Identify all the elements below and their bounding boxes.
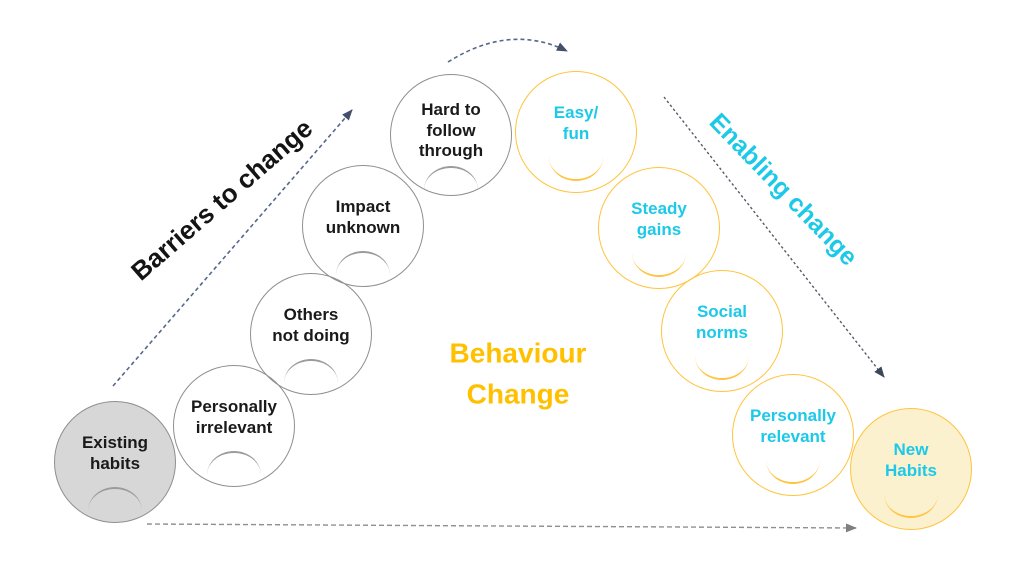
circle-new-habits: New Habits: [850, 408, 972, 530]
smile-icon: [884, 494, 938, 518]
enabling-down-arrow: [663, 96, 885, 378]
circle-others-not-doing: Others not doing: [250, 273, 372, 395]
top-curve-arrow: [447, 38, 568, 63]
circle-steady-gains: Steady gains: [598, 167, 720, 289]
circle-easy-fun: Easy/ fun: [515, 71, 637, 193]
circle-label: Personally irrelevant: [191, 397, 277, 437]
frown-icon: [284, 359, 338, 383]
circle-label: Steady gains: [631, 199, 687, 239]
frown-icon: [424, 166, 478, 190]
circle-personally-relevant: Personally relevant: [732, 374, 854, 496]
circle-label: Impact unknown: [325, 197, 401, 237]
circle-label: Personally relevant: [750, 406, 836, 446]
frown-icon: [207, 451, 261, 475]
smile-icon: [632, 253, 686, 277]
circle-label: New Habits: [885, 440, 937, 480]
smile-icon: [549, 157, 603, 181]
circle-label: Hard to follow through: [418, 99, 484, 161]
circle-label: Existing habits: [81, 433, 149, 473]
circle-label: Social norms: [696, 302, 748, 342]
smile-icon: [766, 460, 820, 484]
circle-label: Easy/ fun: [553, 103, 599, 143]
bottom-arrow: [146, 523, 857, 533]
behaviour-change-title: Behaviour Change: [449, 337, 587, 409]
circle-existing-habits: Existing habits: [54, 401, 176, 523]
circle-label: Others not doing: [272, 305, 350, 345]
barriers-up-arrow: [112, 109, 353, 387]
circle-social-norms: Social norms: [661, 270, 783, 392]
circle-personally-irrelevant: Personally irrelevant: [173, 365, 295, 487]
circle-hard-to-follow-through: Hard to follow through: [390, 74, 512, 196]
circle-impact-unknown: Impact unknown: [302, 165, 424, 287]
frown-icon: [336, 251, 390, 275]
smile-icon: [695, 356, 749, 380]
frown-icon: [88, 487, 142, 511]
